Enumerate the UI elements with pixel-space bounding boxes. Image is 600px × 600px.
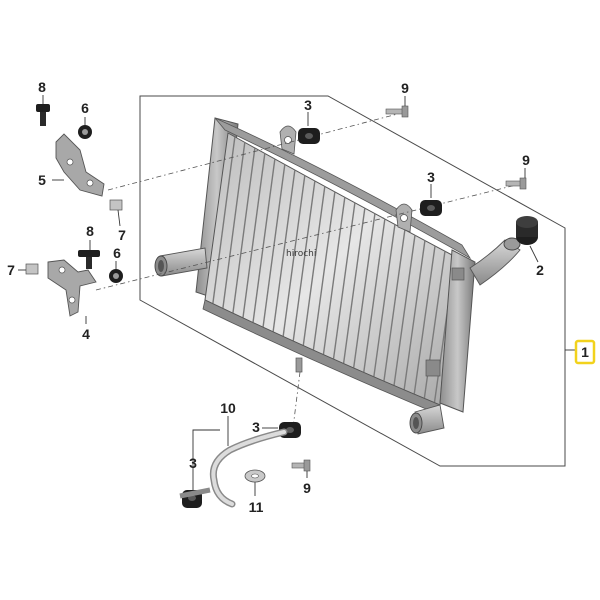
callout-6-lower: 6 [113, 245, 121, 261]
bolt-right [505, 168, 527, 190]
bolt-bottom [291, 459, 311, 478]
callout-3-upper: 3 [304, 97, 312, 113]
callout-7-upper: 7 [118, 227, 126, 243]
upper-bracket [52, 133, 105, 197]
radiator-filler-neck [469, 239, 521, 286]
callout-10: 10 [220, 400, 236, 416]
callout-8-upper: 8 [38, 79, 46, 95]
bolt-top [385, 96, 409, 118]
watermark-text: hirochi [286, 249, 316, 259]
lower-screw [78, 240, 100, 269]
hose [179, 416, 288, 508]
callout-3-lower: 3 [252, 419, 260, 435]
radiator-cap [516, 216, 539, 263]
callout-7-lower: 7 [7, 262, 15, 278]
callout-9-bottom: 9 [303, 480, 311, 496]
radiator-top-rail [214, 117, 472, 260]
lower-clip [18, 263, 39, 275]
assembly-lines [95, 111, 521, 429]
callout-9-right: 9 [522, 152, 530, 168]
callout-9-top: 9 [401, 80, 409, 96]
callout-8-lower: 8 [86, 223, 94, 239]
callout-2: 2 [536, 262, 544, 278]
callout-4: 4 [82, 326, 90, 342]
grommet-middle [420, 184, 442, 216]
callout-1: 1 [581, 344, 589, 360]
upper-screw [36, 95, 50, 126]
radiator-right-tank [439, 249, 476, 413]
radiator-bottom-stud [295, 357, 303, 373]
callout-11: 11 [249, 499, 264, 515]
washer [244, 469, 266, 496]
callout-3-middle: 3 [427, 169, 435, 185]
lower-leaders [192, 427, 278, 490]
lower-bracket [47, 259, 97, 324]
callout-3-bottom: 3 [189, 455, 197, 471]
grommet-upper [298, 112, 320, 144]
lower-grommet [109, 261, 123, 283]
callout-1-highlight [574, 339, 596, 365]
upper-clip [109, 199, 123, 227]
radiator-fins [205, 133, 452, 405]
callout-5: 5 [38, 172, 46, 188]
upper-grommet [78, 117, 92, 139]
callout-6-upper: 6 [81, 100, 89, 116]
radiator [154, 117, 521, 435]
